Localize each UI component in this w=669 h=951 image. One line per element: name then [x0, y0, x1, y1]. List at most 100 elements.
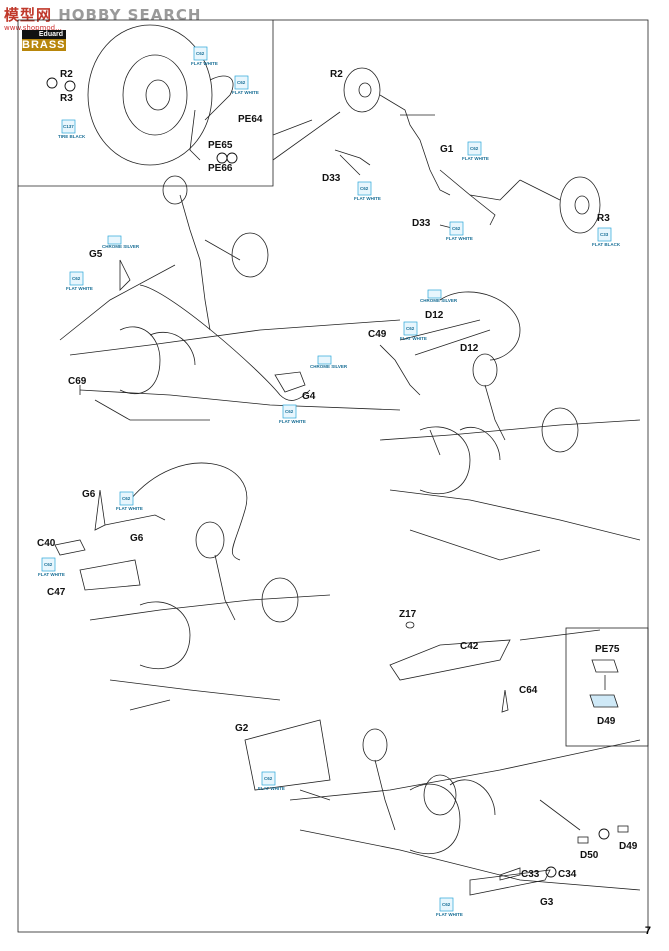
svg-text:FLAT WHITE: FLAT WHITE: [66, 286, 93, 291]
brake-line-a: [139, 284, 311, 401]
svg-text:FLAT WHITE: FLAT WHITE: [191, 61, 218, 66]
wheel-bottom: [362, 728, 388, 762]
page-number: 7: [644, 925, 651, 937]
label-pe64: PE64: [238, 114, 263, 125]
svg-text:C62: C62: [360, 186, 369, 191]
label-pe65: PE65: [208, 140, 233, 151]
svg-text:FLAT WHITE: FLAT WHITE: [436, 912, 463, 917]
fuselage-upper-a: [69, 319, 401, 356]
label-d12b: D12: [460, 343, 479, 354]
label-d49a: D49: [619, 841, 638, 852]
svg-text:FLAT WHITE: FLAT WHITE: [400, 336, 427, 341]
wheel-right-b: [472, 353, 498, 387]
strut-g1: [379, 94, 451, 196]
svg-text:FLAT WHITE: FLAT WHITE: [462, 156, 489, 161]
remove-symbol-icon: [46, 77, 58, 89]
label-pe66: PE66: [208, 163, 233, 174]
label-g3: G3: [540, 897, 554, 908]
part-c49: [379, 344, 421, 396]
svg-text:C62: C62: [44, 562, 53, 567]
part-z17: [405, 621, 415, 629]
svg-text:TIRE BLACK: TIRE BLACK: [58, 134, 86, 139]
svg-text:CHROME SILVER: CHROME SILVER: [420, 298, 458, 303]
chip-chrome-silver-3: CHROME SILVER: [420, 289, 458, 303]
glue-symbol-icon: [64, 80, 76, 92]
label-c34: C34: [558, 869, 577, 880]
label-g4: G4: [302, 391, 316, 402]
brassin-logo: Eduard BRASSIN: [22, 30, 79, 58]
label-g5: G5: [89, 249, 103, 260]
label-c64: C64: [519, 685, 538, 696]
label-d50: D50: [580, 850, 599, 861]
part-c42: [389, 639, 511, 681]
svg-text:FLAT WHITE: FLAT WHITE: [279, 419, 306, 424]
svg-text:FLAT WHITE: FLAT WHITE: [116, 506, 143, 511]
intake-b: [419, 426, 471, 494]
part-g5: [119, 259, 131, 291]
label-z17: Z17: [399, 609, 417, 620]
part-d33-top: [334, 149, 371, 166]
part-g6b: [104, 514, 166, 526]
part-pe75: [591, 659, 619, 673]
svg-text:C62: C62: [470, 146, 479, 151]
label-d12a: D12: [425, 310, 444, 321]
label-g6b: G6: [130, 533, 144, 544]
inset-box: [18, 20, 274, 187]
wheel-left-a: [231, 232, 269, 278]
label-c33: C33: [521, 869, 540, 880]
label-g1: G1: [440, 144, 454, 155]
brake-line-c: [129, 462, 248, 561]
glue-symbol-icon: [226, 152, 238, 164]
svg-text:C62: C62: [196, 51, 205, 56]
brand-bottom: BRASSIN: [22, 39, 79, 51]
label-c69: C69: [68, 376, 87, 387]
wheel-r3: [559, 176, 601, 234]
svg-text:C33: C33: [600, 232, 609, 237]
part-d12a: [399, 319, 481, 341]
watermark-en: HOBBY SEARCH: [58, 6, 202, 24]
svg-text:C62: C62: [285, 409, 294, 414]
part-g4: [274, 371, 306, 393]
brake-line-pe64: [204, 75, 234, 121]
inset-leader: [272, 119, 313, 136]
fuselage-upper-b: [379, 419, 641, 441]
svg-text:C62: C62: [442, 902, 451, 907]
help-symbol-icon: [598, 828, 610, 840]
part-d49a: [617, 825, 629, 833]
wheel-large: [87, 24, 213, 166]
watermark-cn: 模型网: [4, 6, 53, 24]
svg-text:FLAT WHITE: FLAT WHITE: [38, 572, 65, 577]
label-r3b: R3: [597, 213, 610, 224]
svg-text:CHROME SILVER: CHROME SILVER: [102, 244, 140, 249]
brand-top: Eduard: [22, 30, 66, 39]
brake-line-b: [439, 291, 521, 361]
label-r3a: R3: [60, 93, 73, 104]
wheel-left-c: [195, 521, 225, 559]
svg-text:C62: C62: [72, 276, 81, 281]
watermark-url: www.shopmod...: [4, 24, 62, 32]
label-g2: G2: [235, 723, 249, 734]
fuselage-upper-d: [289, 739, 641, 801]
svg-text:FLAT WHITE: FLAT WHITE: [258, 786, 285, 791]
label-c47: C47: [47, 587, 66, 598]
fuselage-upper-c: [89, 594, 331, 621]
svg-text:CHROME SILVER: CHROME SILVER: [310, 364, 348, 369]
part-c47: [79, 559, 141, 591]
label-c42: C42: [460, 641, 479, 652]
label-d33a: D33: [322, 173, 341, 184]
label-c40: C40: [37, 538, 56, 549]
svg-text:C62: C62: [406, 326, 415, 331]
chip-chrome-silver-1: CHROME SILVER: [102, 235, 140, 249]
svg-text:FLAT WHITE: FLAT WHITE: [446, 236, 473, 241]
page-frame: [17, 19, 649, 933]
label-g6a: G6: [82, 489, 96, 500]
